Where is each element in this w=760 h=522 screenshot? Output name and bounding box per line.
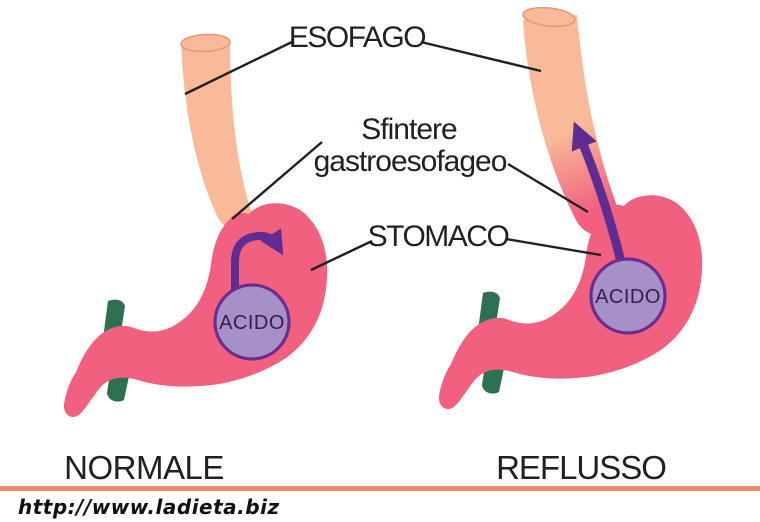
esofago-pointer-left xyxy=(184,39,295,96)
left-acid-label: ACIDO xyxy=(219,312,285,334)
reflux-caption: REFLUSSO xyxy=(496,449,666,486)
footer-rule xyxy=(0,486,760,491)
pointer-lines xyxy=(184,39,602,272)
left-acid-arrow xyxy=(231,228,284,291)
right-esophagus-cap xyxy=(522,6,576,28)
left-esophagus xyxy=(181,43,253,231)
stomaco-pointer-left xyxy=(310,239,373,272)
normal-stomach-figure: ACIDO xyxy=(63,33,328,418)
esophagus-label: ESOFAGO xyxy=(289,21,425,54)
left-esophagus-cap xyxy=(180,33,231,53)
normal-caption: NORMALE xyxy=(64,449,224,486)
sfintere-pointer-left xyxy=(231,141,323,220)
sphincter-label-line2: gastroesofageo xyxy=(314,145,507,178)
reflux-stomach-figure: ACIDO xyxy=(438,6,703,410)
right-stomach xyxy=(438,195,703,410)
sfintere-pointer-right xyxy=(507,162,589,214)
stomach-label: STOMACO xyxy=(368,220,509,253)
sphincter-label-line1: Sfintere xyxy=(361,113,457,146)
esofago-pointer-right xyxy=(420,40,542,73)
right-acid-label: ACIDO xyxy=(595,286,661,308)
stomaco-pointer-right xyxy=(505,237,602,257)
left-acid-circle xyxy=(213,283,291,361)
right-acid-circle xyxy=(589,257,667,335)
left-stomach xyxy=(63,203,328,418)
footer-url: http://www.ladieta.biz xyxy=(18,495,280,519)
right-reflux-arrow xyxy=(571,121,627,268)
